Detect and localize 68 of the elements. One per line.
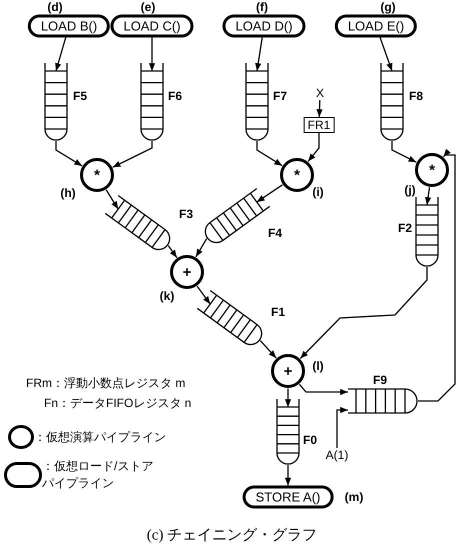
node-label: (e) [140, 0, 156, 14]
operation-circle: * [80, 158, 114, 192]
arrow [316, 100, 323, 118]
node-label: (d) [47, 0, 63, 14]
arrow [256, 141, 283, 166]
arrow [55, 37, 66, 72]
arrow [379, 37, 393, 72]
fifo-queue [348, 388, 418, 414]
arrow [336, 406, 348, 448]
arrow [418, 148, 456, 402]
arrow [168, 245, 178, 258]
node-label: (j) [404, 183, 416, 197]
legend-note: Fn：データFIFOレジスタ n [44, 395, 192, 412]
queue-label: F5 [73, 89, 87, 103]
queue-label: F1 [271, 305, 285, 319]
node-label: (g) [380, 0, 396, 14]
queue-label: F3 [179, 207, 193, 221]
load-store-pill: LOAD B() [28, 14, 110, 38]
load-store-pill: LOAD C() [110, 14, 194, 38]
fifo-queue [140, 63, 164, 141]
fifo-queue [380, 63, 404, 141]
node-label: (l) [312, 359, 324, 373]
arrow [300, 267, 428, 359]
arrow [255, 37, 263, 72]
operation-circle: + [170, 255, 204, 289]
arrow [298, 384, 348, 396]
queue-label: F7 [273, 89, 287, 103]
arrow [195, 238, 208, 258]
node-label: (h) [60, 186, 76, 200]
queue-label: F0 [303, 433, 317, 447]
load-store-pill: LOAD D() [222, 14, 306, 38]
fifo-queue [245, 63, 269, 141]
operation-circle: * [415, 153, 449, 187]
fifo-queue [415, 197, 439, 267]
operation-circle: * [280, 158, 314, 192]
fifo-queue [44, 63, 68, 141]
load-store-pill: STORE A() [242, 486, 334, 508]
input-label: X [316, 86, 324, 100]
node-label: (i) [312, 185, 324, 199]
caption: (c) チェイニング・グラフ [146, 526, 318, 544]
arrow [55, 141, 82, 166]
arrow [284, 465, 292, 486]
arrow [112, 141, 153, 168]
queue-label: F4 [268, 226, 282, 240]
arrow [196, 286, 211, 304]
legend-text: ：仮想演算パイプライン [34, 429, 167, 446]
queue-label: F2 [398, 221, 412, 235]
legend-text: ：仮想ロード/ストアパイプライン [42, 458, 154, 492]
node-label: (m) [344, 490, 364, 504]
legend-note: FRm：浮動小数点レジスタ m [26, 375, 186, 392]
arrow [308, 133, 320, 162]
arrow [106, 190, 119, 210]
arrow [391, 141, 417, 163]
queue-label: F9 [373, 373, 387, 387]
arrow [260, 340, 277, 359]
arrow [148, 38, 156, 71]
operation-circle: + [271, 354, 305, 388]
input-label: A(1) [326, 448, 348, 462]
register-box: FR1 [304, 117, 334, 133]
fifo-queue [276, 399, 300, 465]
load-store-pill: LOAD E() [334, 14, 418, 38]
queue-label: F8 [409, 89, 423, 103]
arrow [256, 184, 283, 203]
queue-label: F6 [168, 89, 182, 103]
node-label: (f) [256, 0, 268, 14]
arrow [425, 187, 432, 206]
node-label: (k) [160, 289, 174, 303]
arrow [284, 388, 292, 407]
